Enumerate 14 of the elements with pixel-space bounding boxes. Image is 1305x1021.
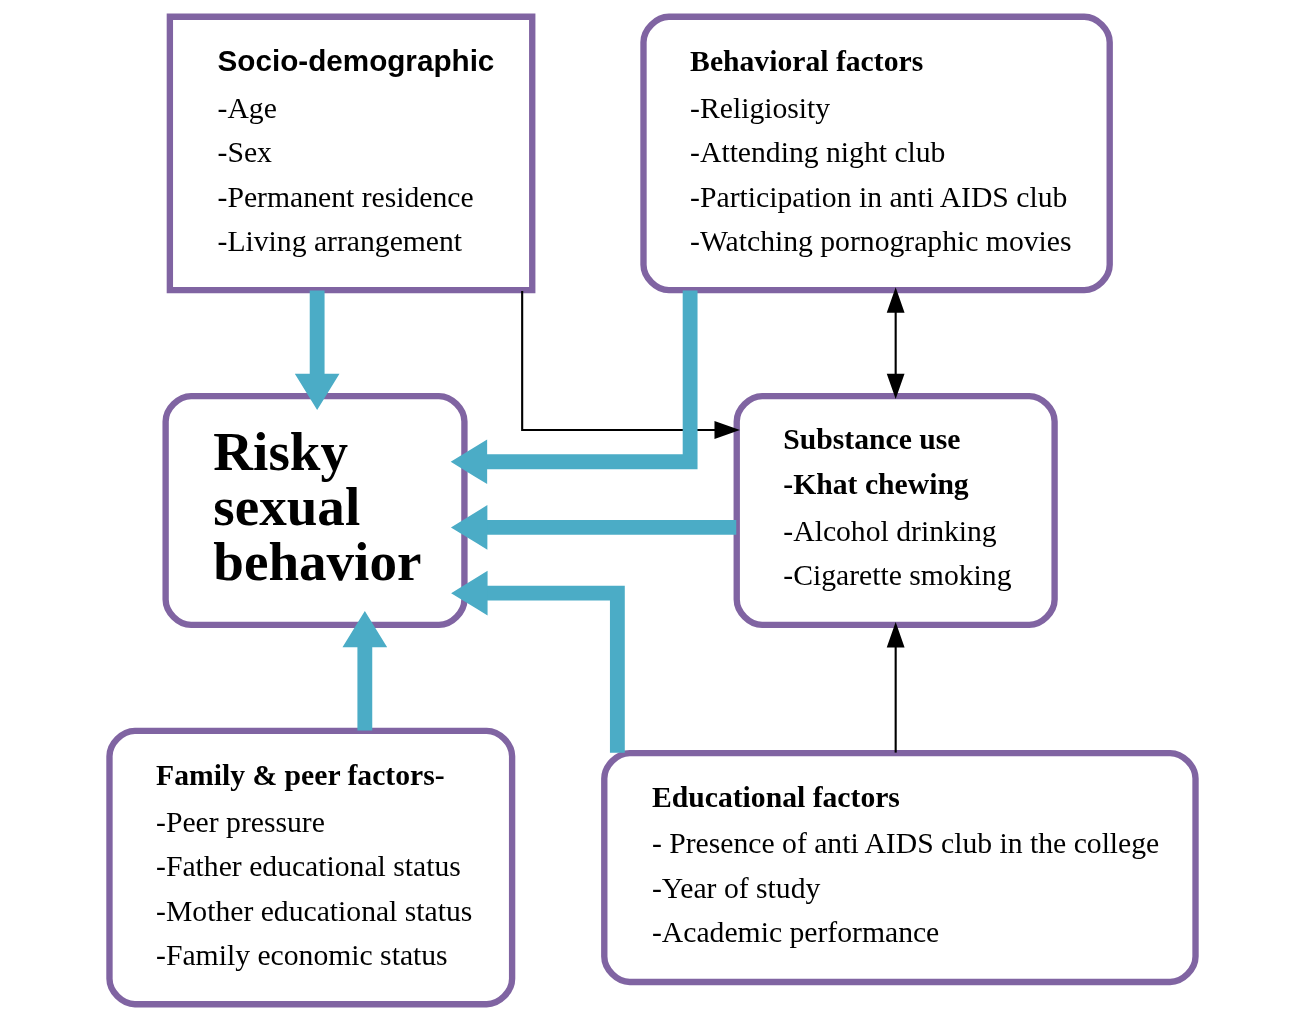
- node-box: Behavioral factors -Religiosity -Attending night club -Participation in anti AIDS club -Watching pornographic movies: [640, 13, 1113, 294]
- arrow: [886, 287, 905, 400]
- node-box: Socio-demographic -Age -Sex -Permanent residence -Living arrangement: [166, 13, 536, 294]
- arrow: [294, 290, 340, 411]
- arrow: [450, 505, 737, 550]
- arrow: [451, 570, 625, 753]
- arrow: [521, 290, 740, 439]
- node-box: Substance use -Khat chewing -Alcohol drinking -Cigarette smoking: [733, 392, 1058, 629]
- node-box: Family & peer factors- -Peer pressure -Father educational status -Mother educational status -Family economic status: [106, 727, 516, 1008]
- node-box: Risky sexual behavior: [162, 392, 468, 629]
- arrow: [342, 610, 388, 731]
- node-box: Educational factors - Presence of anti AIDS club in the college -Year of study -Academic performance: [601, 749, 1199, 986]
- arrow: [450, 290, 698, 485]
- arrow: [886, 622, 905, 753]
